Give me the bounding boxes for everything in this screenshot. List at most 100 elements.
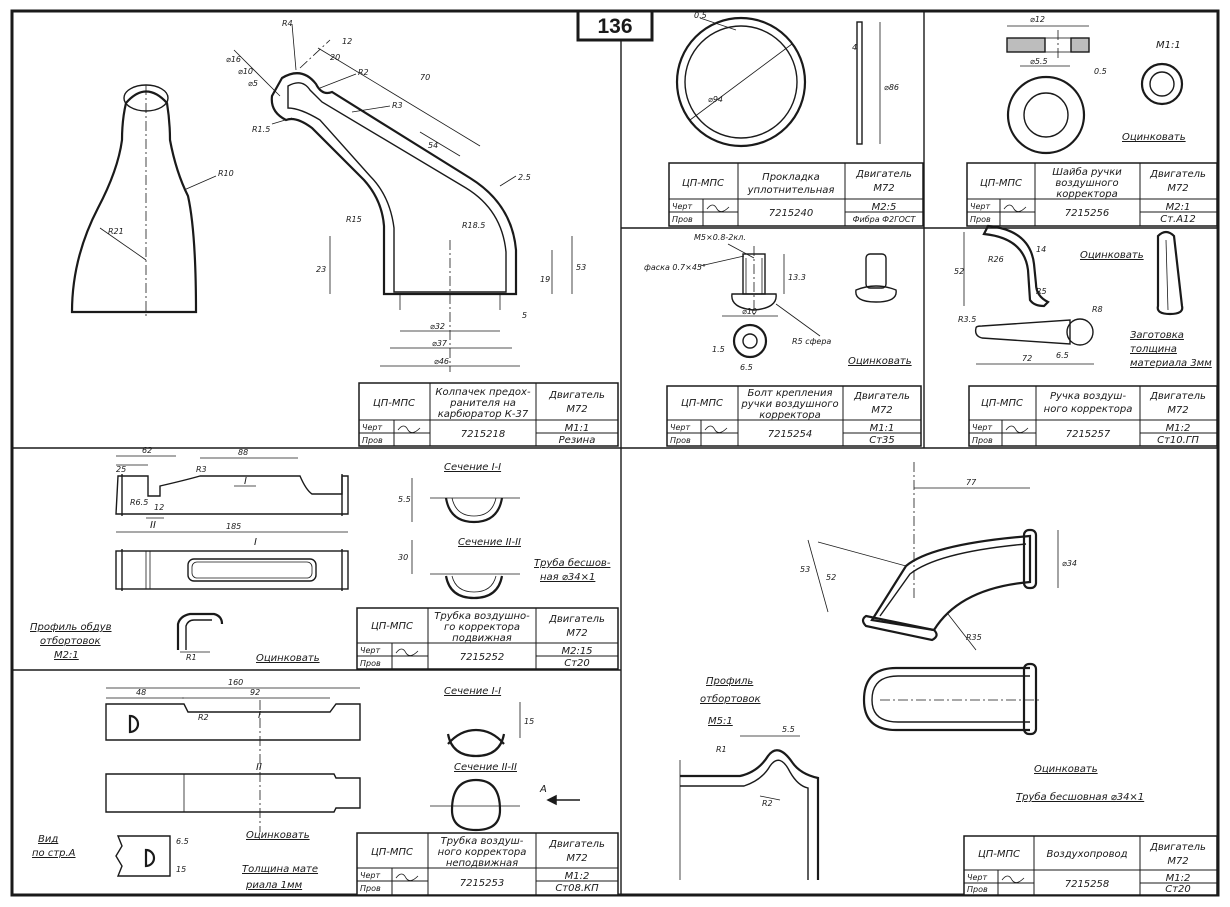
- page-number: 136: [597, 15, 632, 38]
- tb-drawing-number: 7215240: [769, 208, 814, 219]
- ruchka-side-view: [982, 224, 1050, 308]
- tb-org: ЦП-МПС: [980, 178, 1022, 189]
- dim-m5: М5×0.8-2кл.: [694, 233, 746, 242]
- mark-ii-2: II: [256, 762, 262, 773]
- title-block-ruchka: ЦП-МПС Ручка воздуш- ного корректора Дви…: [968, 385, 1218, 447]
- dim-19: 19: [540, 275, 550, 284]
- ruchka-3d-view: [1156, 230, 1184, 316]
- dim-0-5: 0.5: [694, 11, 707, 20]
- tb-scale: М2:1: [1166, 202, 1191, 213]
- tb-engine: Двигатель: [548, 390, 605, 401]
- tb-row-label: Черт: [670, 423, 690, 432]
- dim-d34: ⌀34: [1062, 559, 1077, 568]
- tb-title-line: Болт крепления: [747, 388, 832, 399]
- prokladka-ring-outer: [675, 16, 807, 148]
- dim-r3-tube: R3: [196, 465, 207, 474]
- tb-engine: Двигатель: [853, 391, 910, 402]
- flare-note: Профиль обдув: [30, 621, 112, 633]
- air-duct-flange-left: [861, 614, 938, 642]
- dim-r2: R2: [358, 68, 369, 77]
- dim-53: 53: [576, 263, 586, 272]
- view-note: по стр.А: [32, 848, 76, 859]
- panel-trubka-nepodvizhnaya: 160 48 92 R2 I II Сечение I-I 15 Сечение…: [32, 678, 619, 896]
- title-block-shaiba: ЦП-МПС Шайба ручки воздушного корректора…: [966, 162, 1218, 227]
- dim-chamfer: фаска 0.7×45°: [644, 263, 706, 272]
- dim-53-duct: 53: [800, 565, 810, 574]
- dim-d46: ⌀46: [434, 357, 449, 366]
- tb-material: Ст20: [1165, 884, 1191, 895]
- tb-title-line: воздушного: [1055, 178, 1118, 189]
- tb-title-line: Ручка воздуш-: [1050, 391, 1127, 402]
- tb-engine: Двигатель: [1149, 169, 1206, 180]
- flare-profile: [176, 612, 224, 650]
- shaiba-section-left: [1006, 37, 1046, 53]
- tb-engine: Двигатель: [548, 839, 605, 850]
- tb-scale: М1:1: [565, 423, 590, 434]
- dim-6-5: 6.5: [740, 363, 753, 372]
- tb-org: ЦП-МПС: [978, 849, 1020, 860]
- tube2-front-view: [105, 773, 361, 813]
- duct-flare-note: отбортовок: [700, 693, 761, 705]
- dim-5-5-duct: 5.5: [782, 725, 795, 734]
- dim-20: 20: [330, 53, 340, 62]
- tb-title-line: Трубка воздушно-: [434, 610, 530, 622]
- tb-drawing-number: 7215252: [460, 652, 505, 663]
- dim-92: 92: [250, 688, 260, 697]
- arrow-a-letter: А: [539, 784, 547, 795]
- prokladka-edge-view: [856, 21, 863, 145]
- duct-flare-scale: М5:1: [708, 716, 733, 727]
- dim-30: 5.5: [398, 495, 411, 504]
- title-block-trubka-nepodvizhnaya: ЦП-МПС Трубка воздуш- ного корректора не…: [356, 832, 619, 896]
- tb-drawing-number: 7215257: [1066, 429, 1111, 440]
- tb-org: ЦП-МПС: [682, 178, 724, 189]
- bolt-3d-view: [865, 253, 887, 289]
- tb-title-line: корректора: [759, 410, 820, 421]
- section-ii-label: Сечение II-II: [458, 537, 521, 548]
- tb-title-line: Колпачек предох-: [435, 387, 531, 398]
- panel-ruchka: R26 14 R5 52 Оцинковать R8 R3.5 72 6.5 З…: [954, 224, 1218, 447]
- tb-org: ЦП-МПС: [981, 398, 1023, 409]
- tb-title-line: ного корректора: [1044, 404, 1133, 415]
- dim-r21: R21: [108, 227, 124, 236]
- tb-material: Фибра Ф2ГОСТ: [853, 215, 917, 224]
- tb-title-line: Воздухопровод: [1046, 849, 1127, 860]
- dim-r15: R15: [346, 215, 362, 224]
- tb-scale: М2:5: [872, 202, 897, 213]
- tb-material: Ст10.ГП: [1157, 435, 1199, 446]
- dim-2-5-tube: 25: [116, 465, 126, 474]
- tb-engine-model: М72: [566, 628, 587, 639]
- tb-row-label: Черт: [360, 646, 380, 655]
- ruchka-blank: [974, 319, 1071, 345]
- bolt-note: Оцинковать: [848, 356, 912, 367]
- mark-i-top-2: I: [258, 710, 261, 721]
- tube-front-view: [115, 550, 349, 590]
- mark-i-top: I: [244, 476, 247, 487]
- duct-pipe-note: Труба бесшовная ⌀34×1: [1016, 791, 1144, 803]
- dim-r8: R8: [1092, 305, 1103, 314]
- dim-13-3: 13.3: [788, 273, 806, 282]
- dim-4: 4: [852, 43, 857, 52]
- dim-d32: ⌀32: [430, 322, 445, 331]
- mark-i-bot: I: [254, 537, 257, 548]
- section2-ii-shape: [450, 778, 502, 832]
- section-i-shape: [444, 497, 504, 524]
- panel-trubka-podvizhnaya: 25 62 88 R3 I R6.5 12 II 185 I Сечение I…: [30, 446, 619, 670]
- tb-title-line: уплотнительная: [747, 185, 835, 196]
- panel-bolt: М5×0.8-2кл. фаска 0.7×45° 13.3 R5 сфера …: [644, 233, 922, 447]
- tb-drawing-number: 7215253: [460, 878, 505, 889]
- dim-r3: R3: [392, 101, 403, 110]
- title-block-kolpachok: ЦП-МПС Колпачек предох- ранителя на карб…: [358, 382, 619, 447]
- shaiba-note: Оцинковать: [1122, 132, 1186, 143]
- tb-scale: М2:15: [561, 646, 592, 657]
- title-block-bolt: ЦП-МПС Болт крепления ручки воздушного к…: [666, 385, 922, 447]
- tb-scale: М1:2: [1166, 873, 1191, 884]
- tb-drawing-number: 7215258: [1065, 879, 1110, 890]
- dim-r2-duct: R2: [762, 799, 773, 808]
- dim-77: 77: [966, 478, 977, 487]
- tb-title-line: подвижная: [452, 633, 512, 644]
- prokladka-ring-inner: [684, 25, 798, 139]
- tb-engine-model: М72: [566, 404, 587, 415]
- tube-note: Оцинковать: [256, 653, 320, 664]
- tb-row-label: Черт: [970, 202, 990, 211]
- tb-row-label: Черт: [362, 423, 382, 432]
